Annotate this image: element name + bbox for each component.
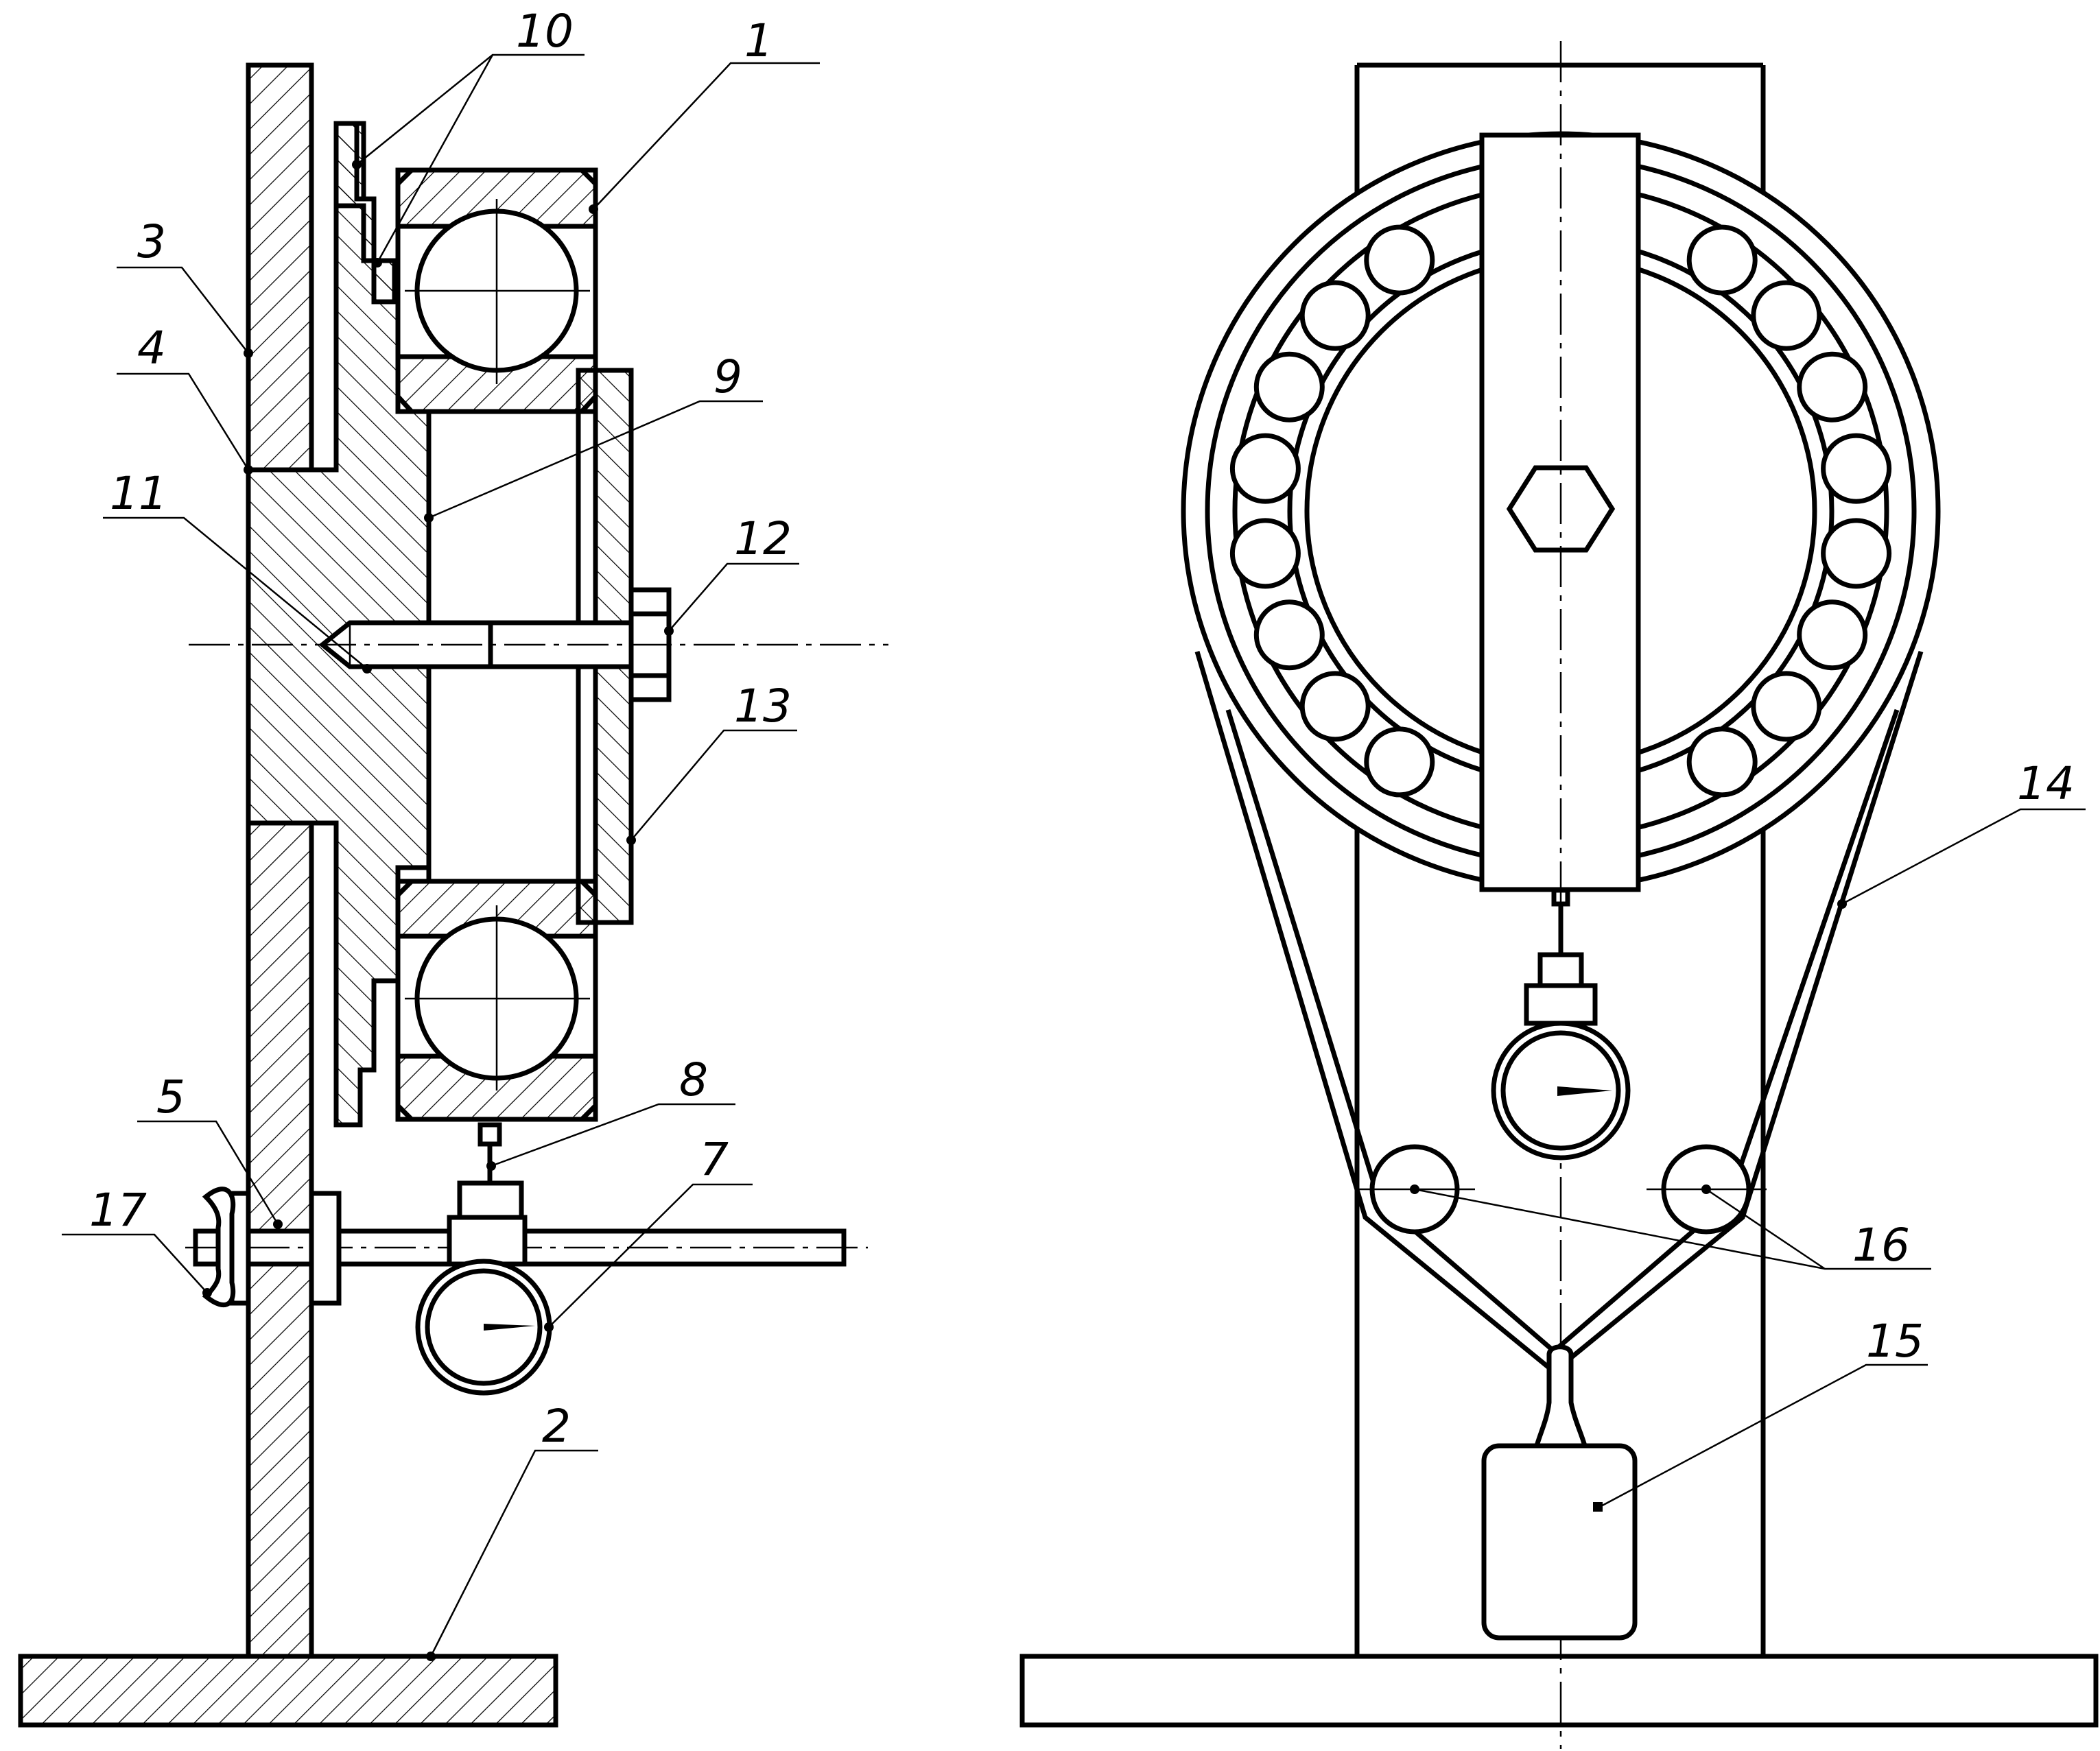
arm-clamp-washer-right — [309, 1191, 342, 1306]
right-front-view — [1019, 41, 2099, 1749]
label-1: 1 — [744, 14, 773, 67]
rolling-ball — [1797, 351, 1868, 422]
rolling-ball — [1253, 599, 1325, 671]
label-8: 8 — [679, 1053, 708, 1106]
label-16: 16 — [1852, 1219, 1910, 1272]
left-section-view — [18, 62, 888, 1728]
rolling-ball — [1686, 224, 1758, 296]
rolling-ball — [1821, 518, 1892, 589]
indicator-collar — [457, 1180, 524, 1220]
label-3: 3 — [137, 215, 166, 268]
label-17: 17 — [89, 1184, 147, 1237]
label-7: 7 — [700, 1133, 729, 1186]
rolling-ball — [1253, 351, 1325, 422]
rolling-ball — [1686, 726, 1758, 798]
rolling-ball — [1797, 599, 1868, 671]
label-9: 9 — [713, 350, 742, 403]
dial-gauge-face-inner — [425, 1268, 543, 1386]
rolling-ball — [1751, 671, 1822, 742]
front-base-plate — [1019, 1654, 2099, 1728]
label-11: 11 — [110, 467, 167, 520]
rolling-ball — [1364, 726, 1435, 798]
label-12: 12 — [734, 512, 792, 565]
front-indicator-collar — [1537, 952, 1584, 988]
stepped-ring — [333, 121, 397, 305]
weight-hook — [1533, 1344, 1588, 1449]
front-dial-needle — [1557, 1086, 1612, 1096]
label-4: 4 — [137, 322, 166, 374]
label-10: 10 — [516, 5, 574, 58]
rolling-ball — [1229, 433, 1301, 504]
indicator-body-block — [447, 1215, 528, 1267]
rolling-ball — [1229, 518, 1301, 589]
weight-body — [1481, 1443, 1638, 1641]
front-indicator-body — [1524, 983, 1598, 1026]
label-13: 13 — [734, 680, 792, 732]
rolling-balls — [1229, 224, 1892, 798]
wing-nut — [202, 1187, 236, 1307]
rolling-ball — [1299, 671, 1371, 742]
front-dial-face-inner — [1500, 1030, 1621, 1151]
indicator-stem-tip — [477, 1122, 502, 1147]
label-14: 14 — [2017, 757, 2075, 810]
base-plate — [18, 1654, 558, 1728]
label-5: 5 — [156, 1071, 185, 1123]
rolling-ball — [1299, 280, 1371, 351]
label-15: 15 — [1866, 1315, 1924, 1368]
leaders — [62, 53, 2086, 1661]
dial-gauge-needle — [484, 1324, 535, 1331]
vertical-stand-upper — [246, 62, 314, 473]
callout-labels: 10 1 3 4 9 11 12 13 5 17 8 7 2 14 16 15 — [89, 5, 2075, 1453]
label-2: 2 — [542, 1400, 571, 1453]
rolling-ball — [1821, 433, 1892, 504]
rolling-ball — [1751, 280, 1822, 351]
rolling-ball — [1364, 224, 1435, 296]
